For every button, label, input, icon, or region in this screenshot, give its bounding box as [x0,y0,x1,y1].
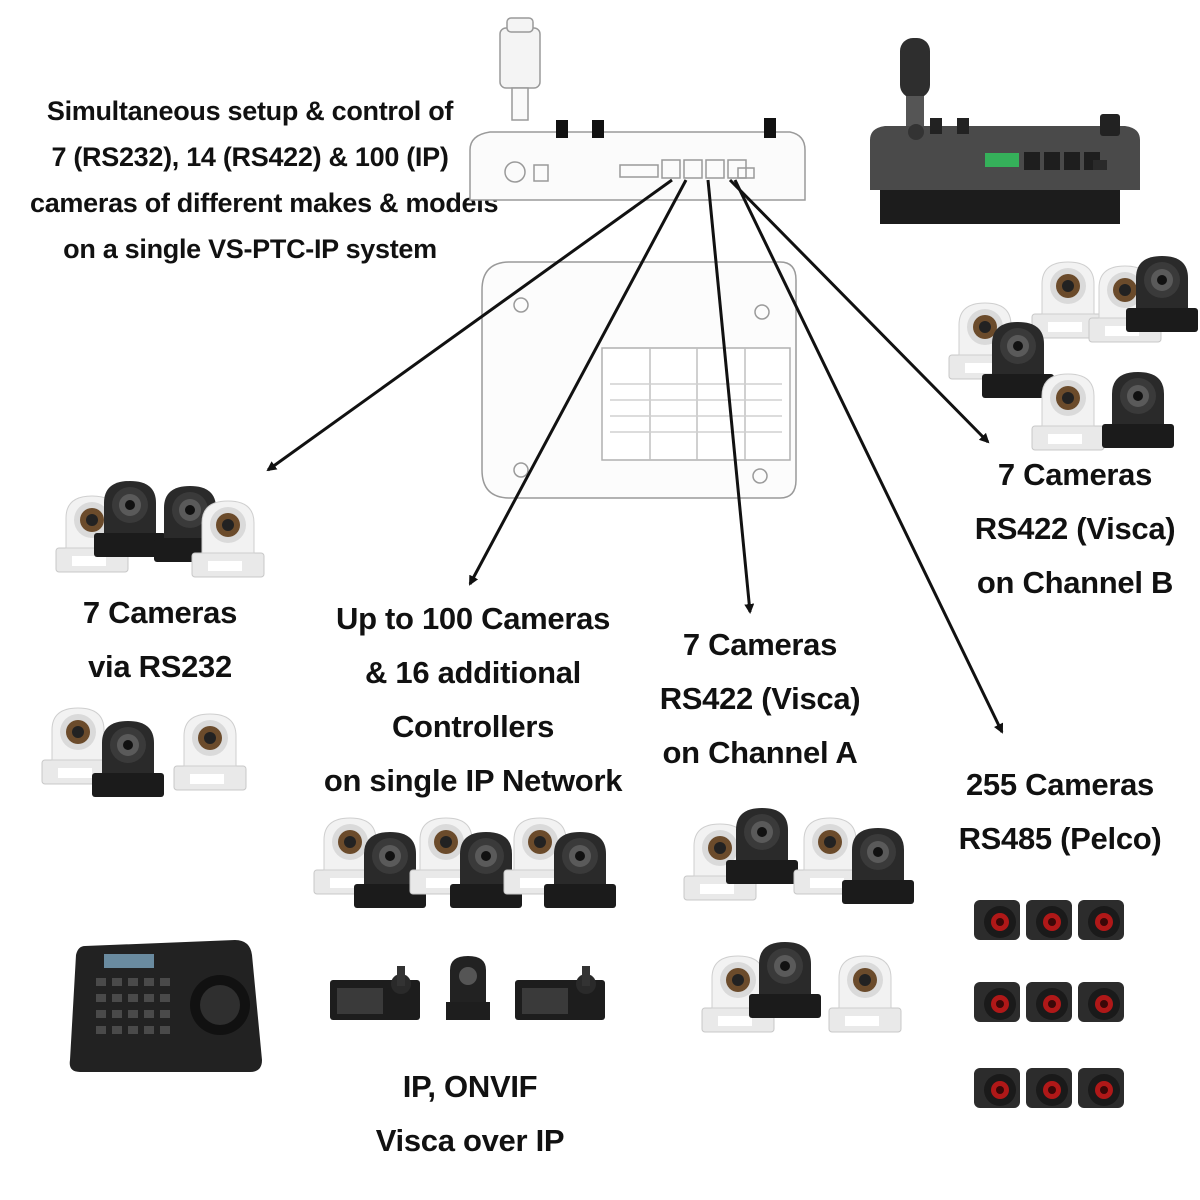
label-rs232: 7 Cameras via RS232 [40,586,280,694]
label-protocols: IP, ONVIF Visca over IP [340,1060,600,1168]
label-line: & 16 additional [365,655,581,690]
label-line: Controllers [391,709,555,744]
arrow-to-pelco [733,179,1004,734]
label-line: RS485 (Pelco) [958,821,1162,856]
label-line: Visca over IP [375,1123,565,1158]
label-channel-b: 7 Cameras RS422 (Visca) on Channel B [955,448,1195,610]
channel-a-cameras [683,808,914,1033]
headline-line: 7 (RS232), 14 (RS422) & 100 (IP) [51,142,449,172]
headline-line: on a single VS-PTC-IP system [63,234,437,264]
label-ip: Up to 100 Cameras & 16 additional Contro… [318,592,628,808]
ip-controllers [330,956,605,1020]
controller-line-drawing-icon [469,17,806,201]
channel-b-cameras [948,256,1198,451]
label-line: IP, ONVIF [402,1069,538,1104]
label-line: 7 Cameras [682,627,838,662]
arrow-to-channel-b [728,178,990,444]
label-line: RS422 (Visca) [974,511,1176,546]
headline-line: Simultaneous setup & control of [46,96,454,126]
label-line: via RS232 [88,649,232,684]
connection-arrows [266,178,1004,734]
controller-back-panel-icon [481,261,797,499]
label-line: RS422 (Visca) [659,681,861,716]
headline-line: cameras of different makes & models [30,188,499,218]
arrow-to-channel-a [706,179,755,614]
label-pelco: 255 Cameras RS485 (Pelco) [940,758,1180,866]
ip-cameras [313,817,616,908]
headline: Simultaneous setup & control of 7 (RS232… [30,88,499,272]
pelco-cameras [974,900,1124,1108]
label-line: Up to 100 Cameras [335,601,611,636]
arrow-to-rs232 [266,178,673,472]
arrow-to-ip [468,179,688,586]
label-channel-a: 7 Cameras RS422 (Visca) on Channel A [640,618,880,780]
label-line: on Channel B [976,565,1174,600]
label-line: 255 Cameras [965,767,1154,802]
keyboard-controller-icon [69,940,262,1072]
joystick-controller-photo-icon [870,38,1140,224]
label-line: 7 Cameras [82,595,238,630]
label-line: on single IP Network [323,763,623,798]
label-line: on Channel A [662,735,858,770]
label-line: 7 Cameras [997,457,1153,492]
